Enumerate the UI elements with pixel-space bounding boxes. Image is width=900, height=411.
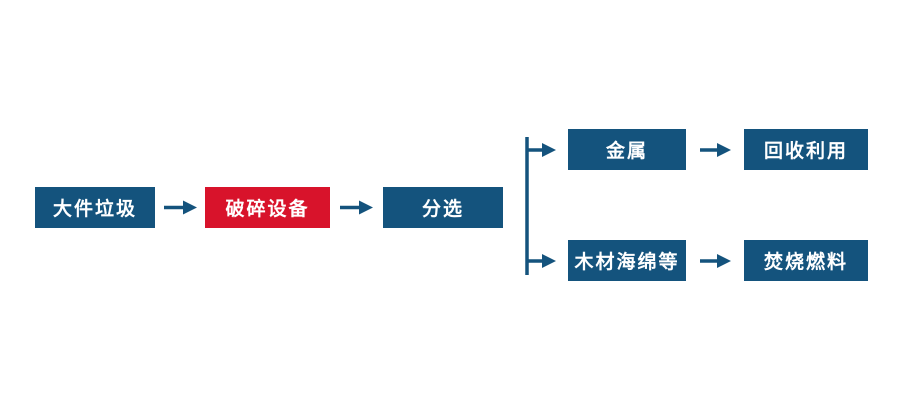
node-metal: 金属 bbox=[568, 129, 686, 170]
node-recycling-reuse: 回收利用 bbox=[744, 129, 868, 170]
arrow-wood-sponge-to-incineration bbox=[700, 254, 731, 268]
node-sorting: 分选 bbox=[383, 187, 503, 228]
node-bulky-waste: 大件垃圾 bbox=[35, 187, 155, 228]
arrow-head bbox=[183, 200, 197, 215]
arrow-head bbox=[359, 200, 373, 215]
arrow-crushing-to-sorting bbox=[340, 200, 373, 215]
node-wood-sponge-etc: 木材海绵等 bbox=[568, 240, 686, 281]
arrow-head bbox=[717, 254, 731, 268]
node-crushing-equipment: 破碎设备 bbox=[205, 187, 330, 228]
arrow-head bbox=[542, 143, 556, 157]
arrow-sorting-to-wood-sponge bbox=[527, 254, 556, 268]
arrow-head bbox=[717, 143, 731, 157]
arrow-bulky-waste-to-crushing bbox=[164, 200, 197, 215]
arrow-sorting-to-metal bbox=[527, 143, 556, 157]
arrow-head bbox=[542, 254, 556, 268]
arrow-metal-to-recycling bbox=[700, 143, 731, 157]
node-incineration-fuel: 焚烧燃料 bbox=[744, 240, 868, 281]
